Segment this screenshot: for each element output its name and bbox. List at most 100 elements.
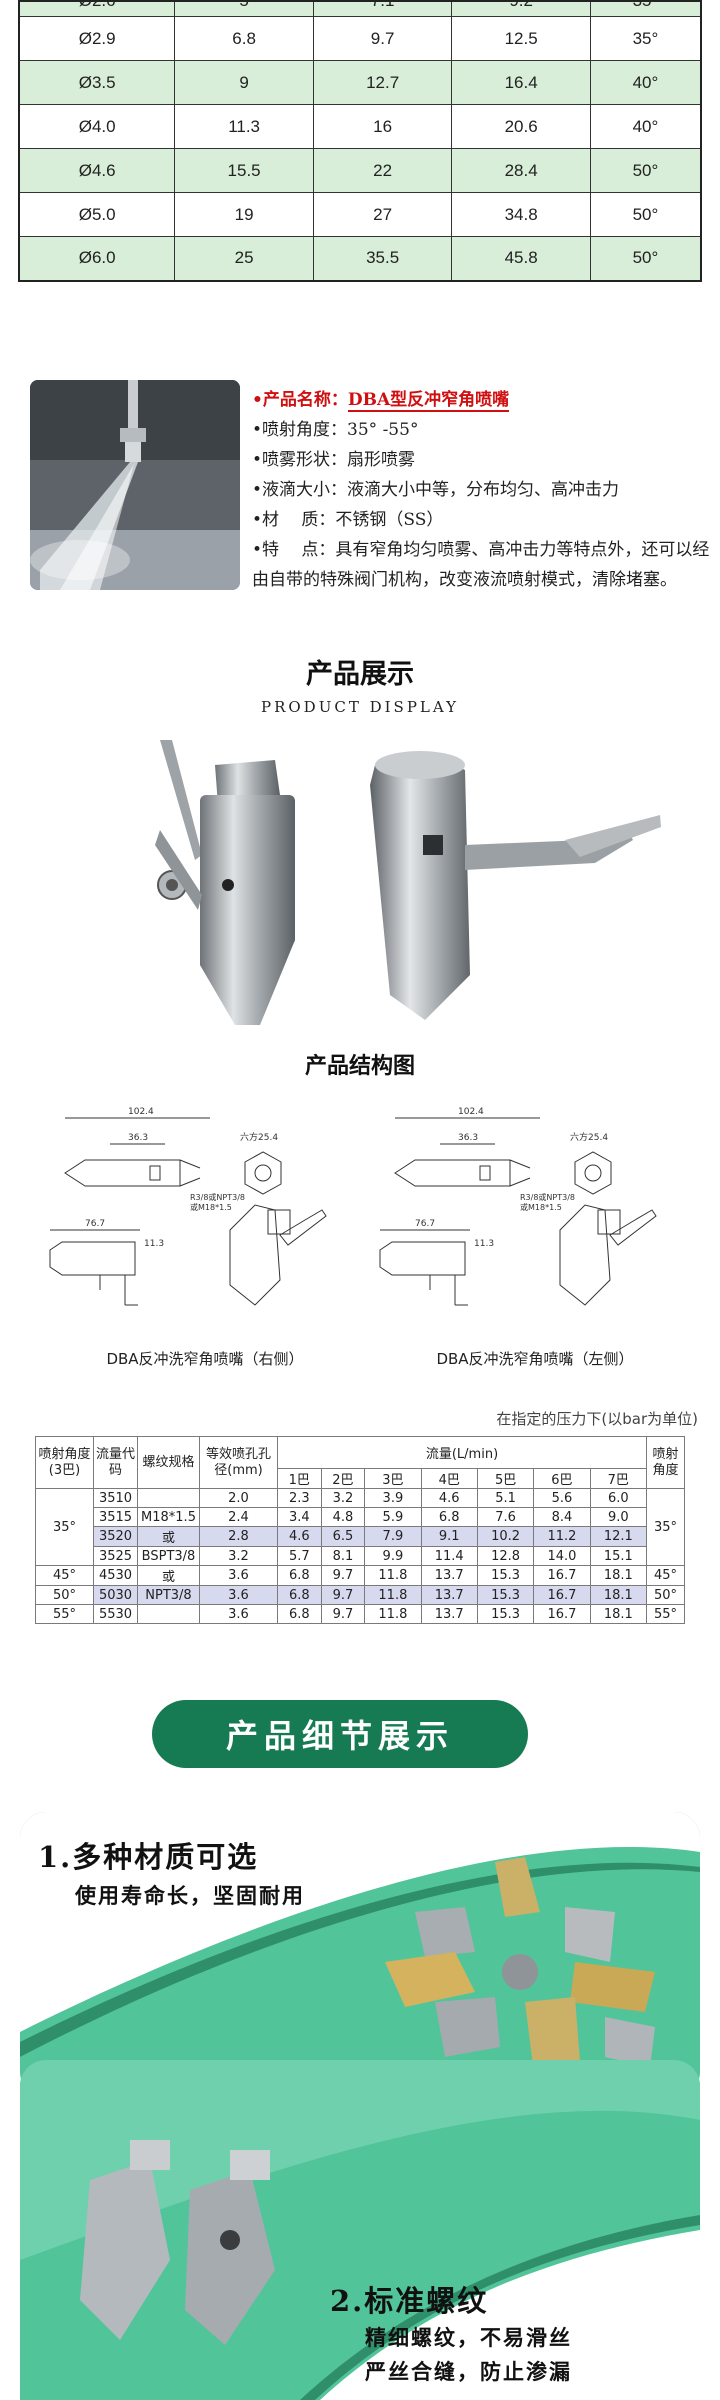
flow-cell: 11.8 <box>364 1604 422 1624</box>
spec-cell: 50° <box>589 192 702 237</box>
flow-cell: 6.8 <box>277 1585 322 1605</box>
detail-banner: 产品细节展示 <box>152 1700 528 1768</box>
flow-cell: 5.7 <box>277 1546 322 1566</box>
flow-cell: 55° <box>646 1604 685 1624</box>
flow-cell: 2.0 <box>199 1488 278 1508</box>
spec-cell: 50° <box>589 148 702 193</box>
flow-cell: 11.2 <box>533 1526 591 1547</box>
flow-cell: 3.2 <box>320 1488 366 1508</box>
flow-cell: 13.7 <box>420 1604 478 1624</box>
flow-cell: 9.7 <box>320 1604 366 1624</box>
spec-cell: 9.7 <box>312 16 453 61</box>
spec-cell: 27 <box>312 192 453 237</box>
flow-cell: 15.1 <box>589 1546 648 1566</box>
svg-text:76.7: 76.7 <box>85 1219 105 1229</box>
flow-cell: 7.9 <box>364 1526 422 1547</box>
flow-cell: M18*1.5 <box>137 1507 200 1527</box>
nozzle-collection <box>385 1857 655 2082</box>
pressure-header: 7巴 <box>589 1468 648 1489</box>
flow-cell: BSPT3/8 <box>137 1546 200 1566</box>
flow-cell: 16.7 <box>533 1585 591 1605</box>
flow-cell: 9.7 <box>320 1565 366 1586</box>
flow-cell: 3510 <box>93 1488 138 1508</box>
flow-cell: 5.1 <box>476 1488 535 1508</box>
flow-table: 喷射角度(3巴) 流量代码 螺纹规格 等效喷孔孔径(mm) 流量(L/min) … <box>35 1436 685 1624</box>
pressure-header: 6巴 <box>533 1468 591 1489</box>
flow-cell: 15.3 <box>476 1585 535 1605</box>
flow-cell: 18.1 <box>589 1585 648 1605</box>
flow-cell: 12.8 <box>476 1546 535 1566</box>
flow-cell: 11.8 <box>364 1565 422 1586</box>
spec-cell: 9 <box>174 60 314 105</box>
flow-cell: 2.8 <box>199 1526 278 1547</box>
flow-cell: 8.4 <box>533 1507 591 1527</box>
flow-cell: 45° <box>35 1565 94 1586</box>
pressure-header: 3巴 <box>364 1468 422 1489</box>
spec-cell: 19 <box>174 192 314 237</box>
flow-cell: 13.7 <box>420 1565 478 1586</box>
drawing-left: 102.4 36.3 六方25.4 R3/8或NPT3/8 或M18*1.5 7… <box>370 1100 700 1340</box>
pressure-header: 2巴 <box>320 1468 366 1489</box>
svg-text:102.4: 102.4 <box>128 1107 154 1117</box>
flow-cell: 6.5 <box>320 1526 366 1547</box>
flow-cell: 3.6 <box>199 1585 278 1605</box>
svg-text:六方25.4: 六方25.4 <box>570 1131 608 1143</box>
svg-text:11.3: 11.3 <box>474 1239 494 1249</box>
header-orifice: 等效喷孔孔径(mm) <box>199 1436 278 1489</box>
flow-cell: 2.3 <box>277 1488 322 1508</box>
spec-cell: 16.4 <box>451 60 591 105</box>
pressure-header: 4巴 <box>420 1468 478 1489</box>
flow-cell: 45° <box>646 1565 685 1586</box>
spray-shape: •喷雾形状：扇形喷雾 <box>252 450 416 470</box>
spec-cell: 12.7 <box>312 60 453 105</box>
svg-text:36.3: 36.3 <box>458 1133 478 1143</box>
flow-cell: 或 <box>137 1526 200 1547</box>
flow-cell: 5030 <box>93 1585 138 1605</box>
spec-cell: 9.2 <box>451 0 591 17</box>
spec-cell: Ø4.6 <box>18 148 176 193</box>
header-thread: 螺纹规格 <box>137 1436 200 1489</box>
spec-cell: 45.8 <box>451 236 591 281</box>
flow-cell: 4530 <box>93 1565 138 1586</box>
flow-cell: 3.6 <box>199 1565 278 1586</box>
spec-cell: 34.8 <box>451 192 591 237</box>
spec-cell: 5 <box>174 0 314 17</box>
svg-text:11.3: 11.3 <box>144 1239 164 1249</box>
flow-cell: 3.4 <box>277 1507 322 1527</box>
svg-text:102.4: 102.4 <box>458 1107 484 1117</box>
flow-cell: 4.6 <box>420 1488 478 1508</box>
flow-cell: 3.6 <box>199 1604 278 1624</box>
spec-cell: 15.5 <box>174 148 314 193</box>
display-title: 产品展示 <box>306 659 414 690</box>
nozzle-photo-right <box>155 740 295 1025</box>
svg-text:36.3: 36.3 <box>128 1133 148 1143</box>
flow-cell: 11.4 <box>420 1546 478 1566</box>
flow-cell: 50° <box>35 1585 94 1605</box>
flow-cell: 9.7 <box>320 1585 366 1605</box>
flow-cell: 14.0 <box>533 1546 591 1566</box>
display-subtitle: PRODUCT DISPLAY <box>260 698 459 716</box>
feature1-title: 1.多种材质可选 <box>38 1840 259 1874</box>
product-info: •产品名称：DBA型反冲窄角喷嘴 •喷射角度：35° -55° •喷雾形状：扇形… <box>252 385 712 595</box>
spec-cell: Ø2.6 <box>18 0 176 17</box>
pressure-header: 1巴 <box>277 1468 322 1489</box>
spec-cell: Ø2.9 <box>18 16 176 61</box>
structure-title: 产品结构图 <box>304 1054 415 1079</box>
flow-cell: 或 <box>137 1565 200 1586</box>
nozzle-photo-left <box>370 751 661 1020</box>
spec-cell: 11.3 <box>174 104 314 149</box>
svg-text:六方25.4: 六方25.4 <box>240 1131 278 1143</box>
feature2-line2: 严丝合缝，防止渗漏 <box>365 2360 572 2384</box>
spec-cell: 50° <box>589 236 702 281</box>
flow-cell: 6.0 <box>589 1488 648 1508</box>
spec-cell: Ø3.5 <box>18 60 176 105</box>
flow-cell <box>137 1488 200 1508</box>
